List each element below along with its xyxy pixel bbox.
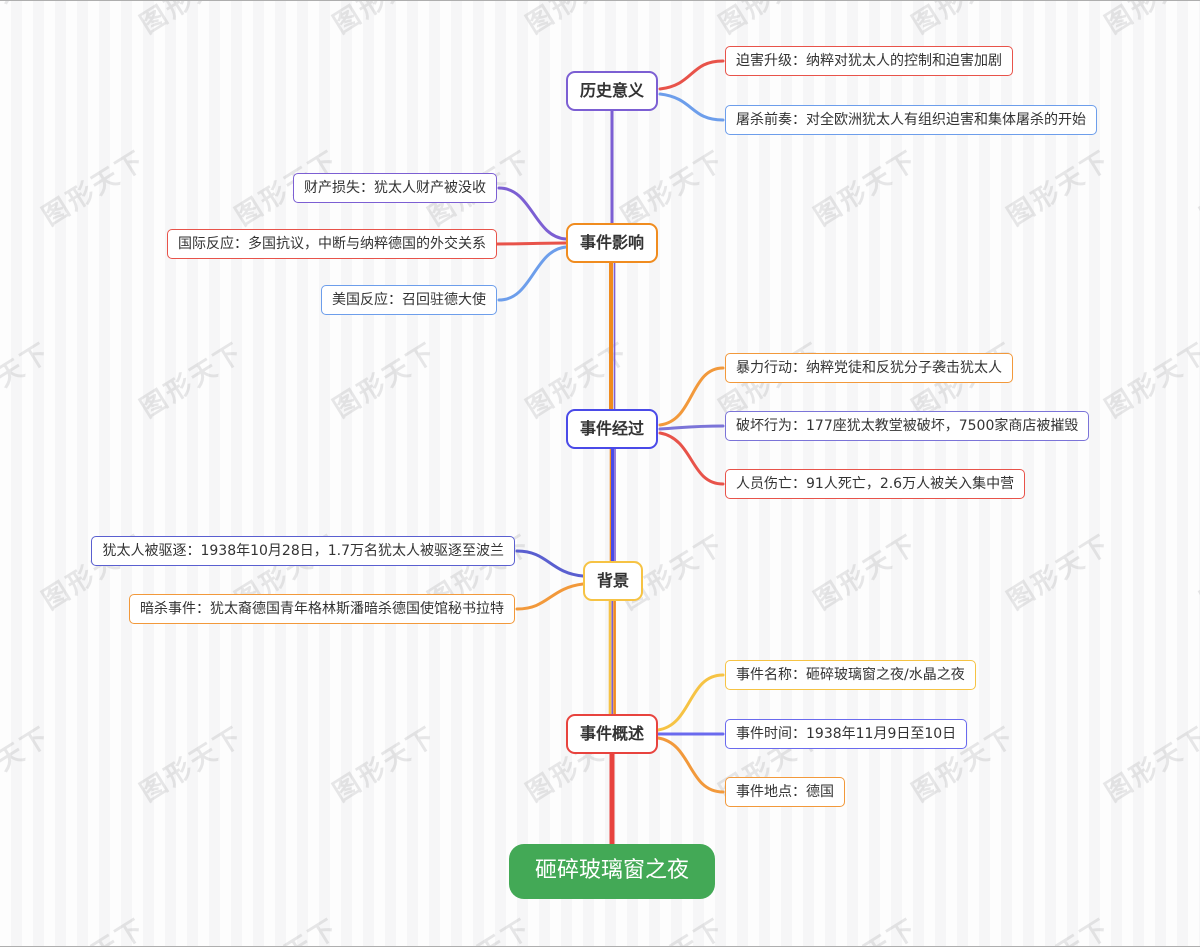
link-property-loss xyxy=(497,186,568,241)
child-event-name[interactable]: 事件名称：砸碎玻璃窗之夜/水晶之夜 xyxy=(725,660,976,691)
child-violence[interactable]: 暴力行动：纳粹党徒和反犹分子袭击犹太人 xyxy=(725,353,1013,384)
topic-event-impact[interactable]: 事件影响 xyxy=(566,223,659,263)
child-casualties[interactable]: 人员伤亡：91人死亡，2.6万人被关入集中营 xyxy=(725,469,1026,500)
root-node[interactable]: 砸碎玻璃窗之夜 xyxy=(508,844,716,899)
child-event-place[interactable]: 事件地点：德国 xyxy=(725,777,845,808)
child-destruction[interactable]: 破坏行为：177座犹太教堂被破坏，7500家商店被摧毁 xyxy=(725,411,1090,442)
link-persecution-escalation xyxy=(658,59,725,91)
link-assassination xyxy=(515,582,585,611)
link-international-reaction xyxy=(495,241,568,246)
topic-event-overview[interactable]: 事件概述 xyxy=(566,714,659,754)
child-event-time[interactable]: 事件时间：1938年11月9日至10日 xyxy=(725,719,968,750)
child-massacre-prelude[interactable]: 屠杀前奏：对全欧洲犹太人有组织迫害和集体屠杀的开始 xyxy=(725,105,1097,136)
child-persecution-escalation[interactable]: 迫害升级：纳粹对犹太人的控制和迫害加剧 xyxy=(725,46,1013,77)
child-jews-expelled[interactable]: 犹太人被驱逐：1938年10月28日，1.7万名犹太人被驱逐至波兰 xyxy=(91,536,515,567)
link-casualties xyxy=(658,431,725,486)
link-event-name xyxy=(656,673,725,732)
child-us-reaction[interactable]: 美国反应：召回驻德大使 xyxy=(321,285,497,316)
topic-background[interactable]: 背景 xyxy=(583,561,644,601)
topic-history-significance[interactable]: 历史意义 xyxy=(566,71,659,111)
link-massacre-prelude xyxy=(658,92,725,122)
child-property-loss[interactable]: 财产损失：犹太人财产被没收 xyxy=(293,173,497,204)
link-event-place xyxy=(656,736,725,794)
child-international-reaction[interactable]: 国际反应：多国抗议，中断与纳粹德国的外交关系 xyxy=(167,229,497,260)
link-destruction xyxy=(658,424,725,431)
topic-event-process[interactable]: 事件经过 xyxy=(566,409,659,449)
link-violence xyxy=(658,366,725,427)
link-us-reaction xyxy=(497,245,568,302)
child-assassination[interactable]: 暗杀事件：犹太裔德国青年格林斯潘暗杀德国使馆秘书拉特 xyxy=(129,594,515,625)
link-jews-expelled xyxy=(515,549,585,578)
